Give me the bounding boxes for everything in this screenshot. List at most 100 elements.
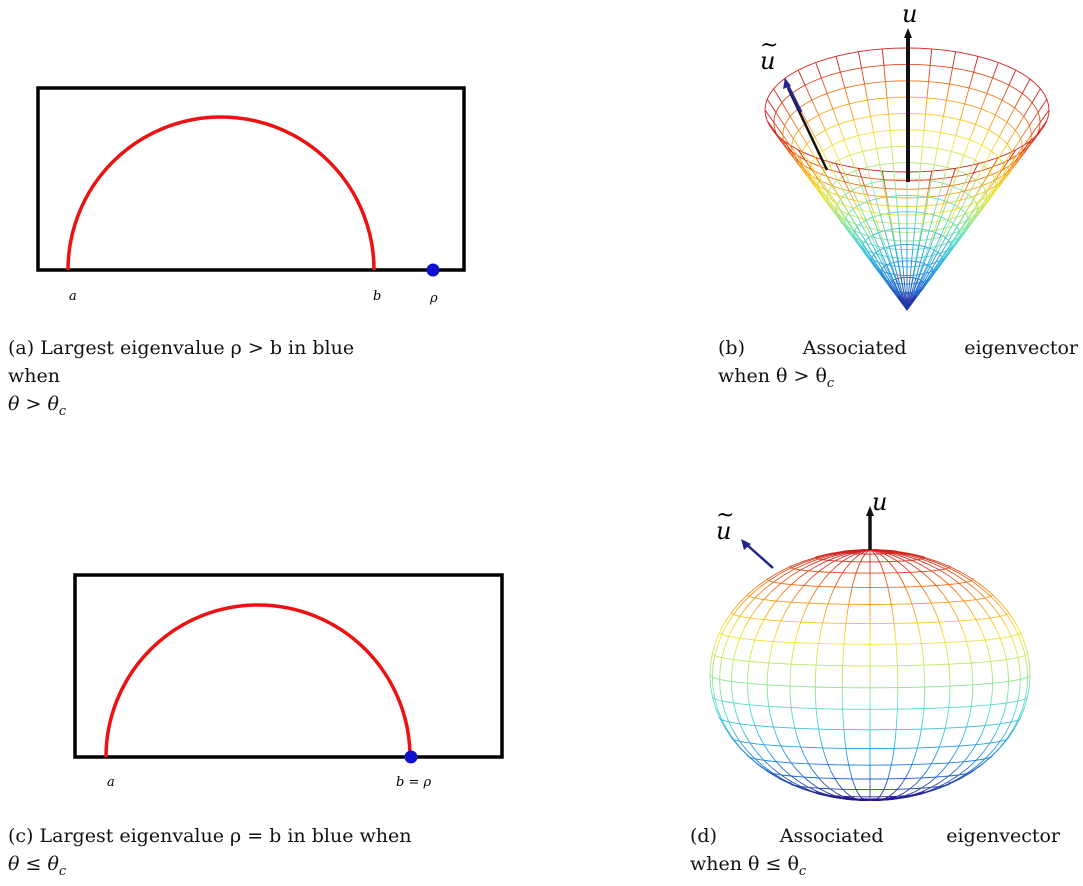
cone-ring-segment: [934, 229, 941, 230]
ellipsoid-longitude-segment: [843, 644, 844, 655]
ellipsoid-longitude-segment: [781, 576, 791, 583]
ellipsoid-longitude-segment: [805, 603, 809, 612]
cone-ring-segment: [858, 134, 866, 136]
ellipsoid-longitude-segment: [963, 631, 966, 641]
cone-ring-segment: [813, 115, 819, 119]
ellipsoid-latitude-segment: [976, 744, 983, 745]
ellipsoid-longitude-segment: [988, 705, 990, 716]
label-b-rho: b = ρ: [396, 775, 431, 790]
cone-ring-segment: [820, 130, 826, 133]
ellipsoid-longitude-segment: [783, 585, 791, 593]
ellipsoid-latitude-segment: [983, 683, 993, 684]
cone-ring-segment: [929, 82, 940, 83]
cone-ring-segment: [827, 91, 836, 94]
ellipsoid-longitude-segment: [786, 755, 791, 763]
ellipsoid-longitude-segment: [929, 777, 936, 783]
cone-meridian-segment: [924, 114, 926, 130]
ellipsoid-latitude-segment: [1006, 636, 1011, 637]
ellipsoid-longitude-segment: [817, 644, 819, 655]
cone-meridian-segment: [774, 131, 782, 142]
ellipsoid-longitude-segment: [764, 610, 770, 620]
cone-ring-segment: [873, 165, 880, 166]
ellipsoid-latitude-segment: [949, 664, 961, 665]
ellipsoid-longitude-segment: [740, 607, 747, 616]
ellipsoid-latitude-segment: [791, 585, 797, 586]
cone-meridian-segment: [1015, 116, 1023, 130]
cone-meridian-segment: [929, 65, 931, 81]
ellipsoid-longitude-segment: [1025, 643, 1028, 654]
ellipsoid-longitude-segment: [976, 620, 981, 630]
cone-meridian-segment: [839, 124, 845, 139]
ellipsoid-longitude-segment: [847, 757, 849, 765]
ellipsoid-longitude-segment: [891, 557, 898, 561]
ellipsoid-longitude-segment: [856, 554, 861, 557]
ellipsoid-longitude-segment: [725, 712, 729, 722]
ellipsoid-latitude-segment: [971, 706, 981, 707]
label-u: u: [872, 488, 887, 516]
ellipsoid-longitude-segment: [1004, 703, 1007, 714]
ellipsoid-latitude-segment: [759, 662, 769, 663]
cone-ring-segment: [956, 52, 967, 54]
ellipsoid-latitude-segment: [791, 622, 801, 623]
cone-ring-segment: [951, 203, 955, 205]
ellipsoid-longitude-segment: [959, 621, 963, 631]
cone-ring-segment: [850, 153, 856, 155]
cone-ring-segment: [961, 209, 964, 211]
ellipsoid-longitude-segment: [771, 717, 774, 727]
ellipsoid-longitude-segment: [959, 583, 968, 591]
cone-ring-segment: [774, 112, 776, 117]
cone-ring-segment: [870, 220, 877, 221]
cone-ring-segment: [957, 188, 961, 190]
ellipsoid-latitude-segment: [729, 636, 734, 637]
ellipsoid-longitude-segment: [863, 554, 865, 557]
ellipsoid-latitude-segment: [790, 686, 802, 687]
ellipsoid-longitude-segment: [1006, 626, 1011, 636]
ellipsoid-longitude-segment: [734, 703, 737, 714]
ellipsoid-longitude-segment: [819, 633, 821, 644]
ellipsoid-longitude-segment: [985, 598, 993, 607]
cone-ring-segment: [813, 78, 822, 81]
cone-meridian-segment: [790, 116, 798, 130]
ellipsoid-longitude-segment: [877, 558, 879, 562]
cone-ring-segment: [834, 160, 839, 163]
cone-ring-segment: [922, 229, 926, 230]
cone-ring-segment: [1004, 140, 1008, 144]
ellipsoid-longitude-segment: [971, 663, 972, 674]
ellipsoid-longitude-segment: [956, 575, 966, 582]
ellipsoid-longitude-segment: [843, 567, 847, 573]
cone-ring-segment: [947, 100, 956, 102]
ellipsoid-latitude-segment: [781, 621, 791, 622]
cone-meridian-segment: [918, 180, 920, 196]
cone-ring-segment: [884, 65, 896, 66]
cone-meridian-segment: [990, 187, 998, 198]
ellipsoid-longitude-segment: [993, 595, 1002, 604]
ellipsoid-latitude-segment: [767, 685, 778, 686]
cone-meridian-segment: [926, 98, 928, 114]
cone-ring-segment: [989, 112, 996, 115]
cone-ring-segment: [982, 145, 987, 148]
ellipsoid-longitude-segment: [924, 698, 925, 709]
ellipsoid-longitude-segment: [912, 757, 915, 765]
ellipsoid-longitude-segment: [813, 586, 818, 594]
ellipsoid-latitude-segment: [747, 725, 755, 726]
cone-ring-segment: [870, 49, 882, 50]
ellipsoid-longitude-segment: [947, 653, 949, 664]
cone-ring-segment: [885, 188, 896, 189]
ellipsoid-latitude-segment: [945, 642, 956, 643]
cone-meridian-segment: [974, 56, 978, 72]
cone-ring-segment: [870, 149, 877, 150]
cone-ring-segment: [876, 198, 881, 199]
cone-meridian-segment: [889, 114, 891, 130]
cone-meridian-segment: [969, 72, 974, 88]
ellipsoid-latitude-segment: [991, 704, 999, 705]
ellipsoid-longitude-segment: [732, 660, 734, 671]
cone-ring-segment: [851, 209, 854, 211]
ellipsoid-longitude-segment: [1001, 603, 1009, 612]
cone-ring-segment: [943, 116, 952, 118]
cone-ring-segment: [916, 114, 925, 115]
cone-ring-segment: [940, 211, 948, 213]
ellipsoid-longitude-segment: [734, 649, 737, 660]
caption-b: (b) Associated eigenvector when θ > θc: [718, 334, 1078, 398]
ellipsoid-latitude-segment: [956, 727, 966, 728]
cone-ring-segment: [873, 229, 880, 230]
